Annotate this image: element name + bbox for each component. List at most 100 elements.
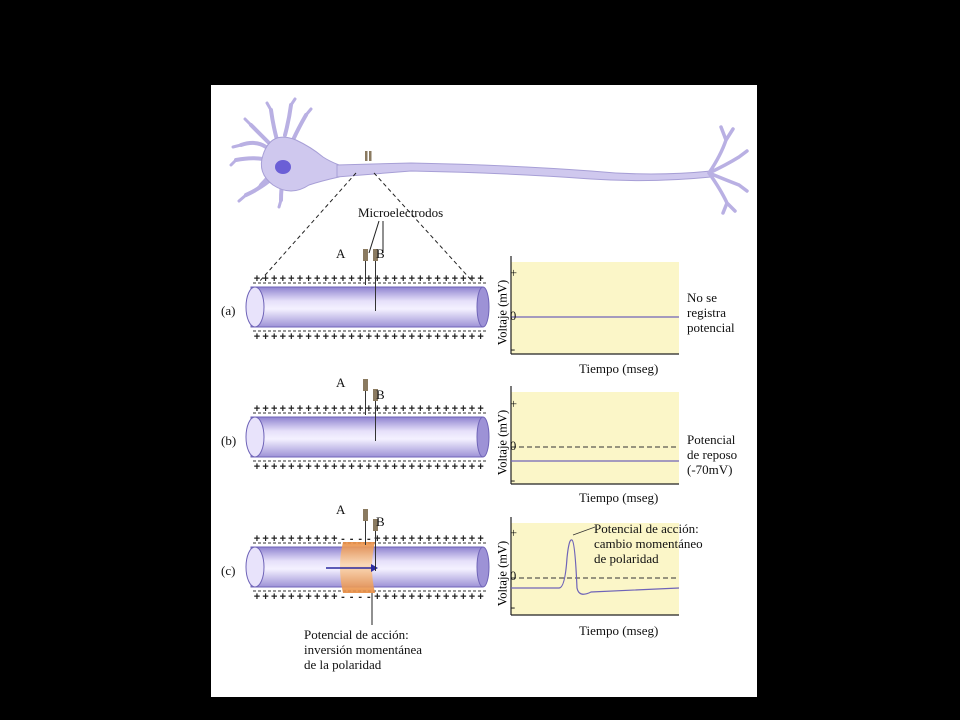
charge-sign: + xyxy=(417,273,423,285)
charge-sign: + xyxy=(254,331,260,343)
electrode-a xyxy=(363,249,368,261)
charge-sign: + xyxy=(417,591,423,603)
charge-sign: + xyxy=(383,273,389,285)
charge-sign: + xyxy=(340,461,346,473)
axon-segment-c: ++++++++++++++++++++--------++++++++++++… xyxy=(245,509,490,625)
charge-sign: + xyxy=(383,533,389,545)
charge-sign: + xyxy=(357,461,363,473)
charge-sign: + xyxy=(262,533,268,545)
panel-tag-a: (a) xyxy=(221,303,236,318)
nucleus xyxy=(275,160,291,174)
charge-sign: + xyxy=(391,461,397,473)
tick-plus-c: + xyxy=(510,526,518,540)
charge-sign: + xyxy=(314,533,320,545)
charge-sign: + xyxy=(469,461,475,473)
charge-sign: + xyxy=(323,591,329,603)
charge-sign: + xyxy=(434,403,440,415)
charge-sign: + xyxy=(254,403,260,415)
electrode-a xyxy=(363,379,368,391)
charge-sign: + xyxy=(348,273,354,285)
charge-sign: + xyxy=(288,461,294,473)
electrode-b xyxy=(373,519,378,531)
charge-sign: + xyxy=(254,533,260,545)
charge-sign: + xyxy=(314,273,320,285)
panel-tag-b: (b) xyxy=(221,433,237,448)
charge-sign: + xyxy=(374,331,380,343)
charge-sign: + xyxy=(340,331,346,343)
charge-sign: + xyxy=(477,461,483,473)
charge-sign: + xyxy=(417,533,423,545)
x-axis-label-c: Tiempo (mseg) xyxy=(579,623,659,638)
description-c-line1: Potencial de acción: xyxy=(594,521,699,536)
charge-sign: + xyxy=(460,403,466,415)
charge-sign: + xyxy=(409,331,415,343)
charge-sign: + xyxy=(443,273,449,285)
charge-sign: + xyxy=(271,273,277,285)
charge-sign: + xyxy=(434,273,440,285)
charge-sign: + xyxy=(469,591,475,603)
charge-sign: - xyxy=(358,591,362,603)
charge-sign: + xyxy=(434,591,440,603)
charge-sign: + xyxy=(374,403,380,415)
charge-sign: + xyxy=(409,273,415,285)
charge-sign: + xyxy=(460,533,466,545)
charge-sign: + xyxy=(305,331,311,343)
graph-background xyxy=(511,392,679,484)
charge-sign: + xyxy=(469,273,475,285)
charge-sign: + xyxy=(262,461,268,473)
charge-sign: + xyxy=(383,331,389,343)
charge-sign: + xyxy=(331,461,337,473)
charge-sign: + xyxy=(297,403,303,415)
electrode-a-label: A xyxy=(336,375,346,390)
axon-end xyxy=(476,546,490,588)
electrode-b-label: B xyxy=(376,514,385,529)
axon-caption-line3: de la polaridad xyxy=(304,657,382,672)
charge-sign: + xyxy=(400,591,406,603)
electrode-a xyxy=(363,509,368,521)
annotation-pointer xyxy=(572,526,596,536)
axon-opening xyxy=(245,546,265,588)
voltage-graph-c xyxy=(510,517,680,616)
charge-sign: + xyxy=(443,331,449,343)
charge-sign: + xyxy=(288,533,294,545)
charge-sign: + xyxy=(305,533,311,545)
charge-sign: + xyxy=(331,403,337,415)
charge-sign: + xyxy=(297,533,303,545)
charge-sign: + xyxy=(391,591,397,603)
charge-sign: + xyxy=(348,331,354,343)
tick-zero-c: 0 xyxy=(510,569,517,583)
charge-sign: + xyxy=(323,533,329,545)
charge-sign: - xyxy=(367,591,371,603)
charge-sign: + xyxy=(426,403,432,415)
zoom-lines xyxy=(258,172,474,283)
charge-sign: + xyxy=(366,403,372,415)
charge-sign: - xyxy=(350,591,354,603)
charge-sign: + xyxy=(434,461,440,473)
charge-sign: + xyxy=(366,331,372,343)
charge-sign: + xyxy=(409,461,415,473)
charge-sign: + xyxy=(288,273,294,285)
x-axis-label-a: Tiempo (mseg) xyxy=(579,361,659,376)
charge-sign: + xyxy=(374,591,380,603)
charge-sign: + xyxy=(374,461,380,473)
charge-sign: + xyxy=(271,403,277,415)
charge-sign: + xyxy=(366,273,372,285)
charge-sign: + xyxy=(391,403,397,415)
charge-sign: + xyxy=(271,533,277,545)
charge-sign: - xyxy=(350,533,354,545)
charge-sign: + xyxy=(452,331,458,343)
charge-sign: + xyxy=(400,273,406,285)
charge-sign: + xyxy=(400,331,406,343)
charge-sign: + xyxy=(314,461,320,473)
charge-sign: + xyxy=(280,403,286,415)
charge-sign: + xyxy=(340,273,346,285)
charge-sign: + xyxy=(469,533,475,545)
microelectrodes-label: Microelectrodos xyxy=(358,205,444,220)
charge-sign: + xyxy=(374,273,380,285)
charge-sign: + xyxy=(477,273,483,285)
charge-sign: + xyxy=(400,533,406,545)
charge-sign: + xyxy=(314,403,320,415)
charge-sign: + xyxy=(409,533,415,545)
charge-sign: + xyxy=(426,461,432,473)
charge-sign: + xyxy=(297,461,303,473)
